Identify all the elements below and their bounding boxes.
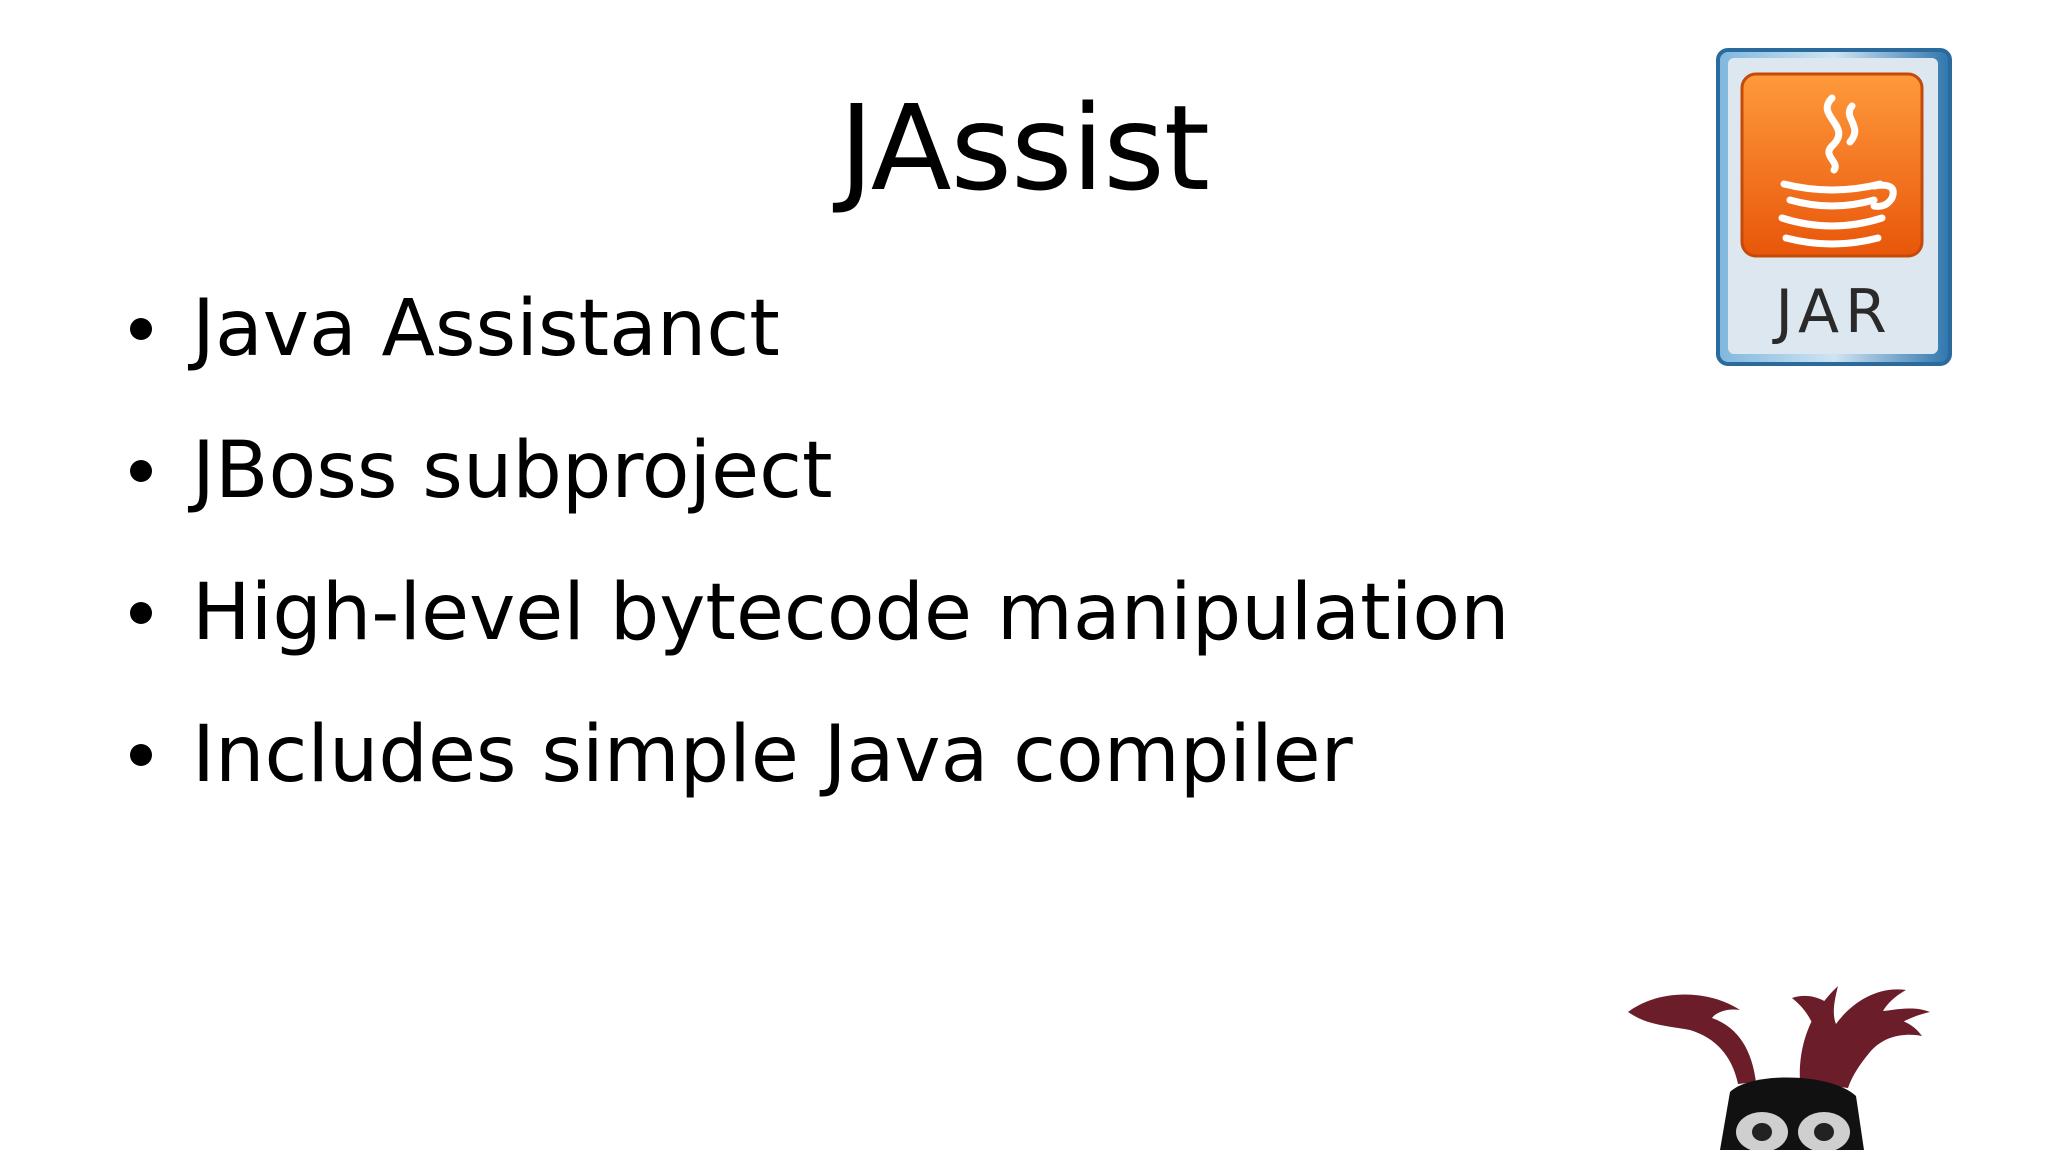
bullet-list: Java Assistanct JBoss subproject High-le… [120,258,1510,826]
bullet-dot-icon [130,460,152,482]
bullet-dot-icon [130,744,152,766]
mascot-creature-icon [1628,986,1930,1150]
bullet-item: Java Assistanct [120,258,1510,400]
bullet-item: JBoss subproject [120,400,1510,542]
slide-title: JAssist [839,79,1210,217]
bullet-item: Includes simple Java compiler [120,684,1510,826]
svg-text:JAR: JAR [1771,277,1892,347]
bullet-text: High-level bytecode manipulation [192,568,1510,658]
jar-file-icon: JAR [1716,48,1952,366]
bullet-text: Includes simple Java compiler [192,710,1353,800]
bullet-text: JBoss subproject [192,426,833,516]
java-coffee-cup-icon [1778,94,1897,248]
bullet-dot-icon [130,318,152,340]
bullet-text: Java Assistanct [192,284,780,374]
bullet-dot-icon [130,602,152,624]
bullet-item: High-level bytecode manipulation [120,542,1510,684]
